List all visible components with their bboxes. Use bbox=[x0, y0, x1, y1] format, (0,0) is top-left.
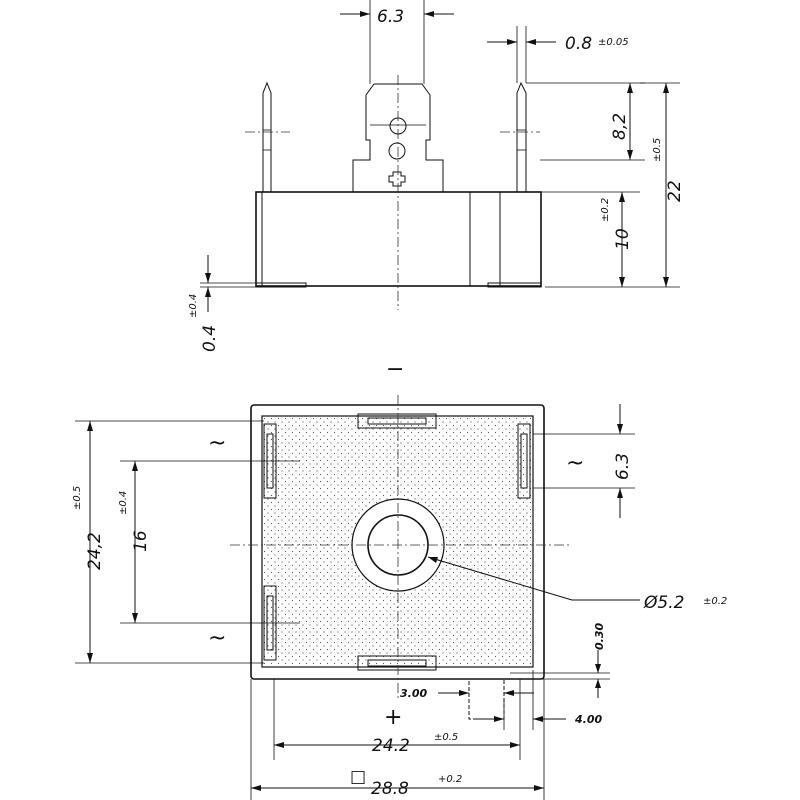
dim-pin-height: 8,2 bbox=[610, 113, 630, 140]
dim-foot-height: 0.4 bbox=[200, 325, 220, 352]
dim-pin-thickness: 0.8 bbox=[565, 34, 592, 54]
dim-outer-width-tol: +0.2 bbox=[438, 774, 462, 785]
dim-hole-diameter-tol: ±0.2 bbox=[703, 596, 727, 607]
dim-tab-width: 6.3 bbox=[377, 7, 404, 27]
tab-cross-mark bbox=[388, 171, 406, 187]
ac-symbol-right: ~ bbox=[566, 451, 584, 476]
dim-inner-height-tol: ±0.5 bbox=[72, 486, 83, 510]
ac-symbol-left-lower: ~ bbox=[208, 626, 226, 651]
pin-slot-top bbox=[357, 413, 437, 429]
lead-extension bbox=[468, 678, 505, 720]
dim-foot-height-tol: ±0.4 bbox=[188, 294, 199, 318]
dim-pin-spacing: 16 bbox=[131, 530, 151, 552]
dim-total-height: 22 bbox=[665, 180, 685, 202]
dim-body-height-tol: ±0.2 bbox=[600, 198, 611, 222]
dim-lead-offset: 4.00 bbox=[574, 713, 602, 726]
dim-body-height: 10 bbox=[613, 228, 633, 250]
side-pin-left bbox=[262, 81, 272, 192]
side-foot-right bbox=[487, 282, 542, 288]
side-foot-left bbox=[255, 282, 307, 288]
dim-pin-pitch: 6.3 bbox=[613, 453, 633, 480]
side-view: 6.3 0.8 ±0.05 8,2 22 ±0.5 10 ±0.2 bbox=[188, 0, 685, 352]
dim-pin-spacing-tol: ±0.4 bbox=[118, 491, 129, 515]
square-symbol: □ bbox=[350, 767, 366, 787]
plus-terminal-symbol: + bbox=[384, 705, 402, 730]
pin-slot-right bbox=[517, 423, 531, 499]
pin-slot-bottom bbox=[357, 655, 437, 671]
dim-outer-width: 28.8 bbox=[371, 779, 409, 799]
top-view: − ~ ~ ~ + 24,2 ±0.5 bbox=[72, 357, 727, 800]
tab-hole-lower bbox=[388, 142, 406, 160]
side-body bbox=[255, 191, 542, 287]
ac-symbol-left-upper: ~ bbox=[208, 431, 226, 456]
dim-total-height-tol: ±0.5 bbox=[652, 138, 663, 162]
dim-lead-width: 3.00 bbox=[400, 687, 427, 700]
outer-square bbox=[250, 404, 545, 680]
dim-hole-diameter: Ø5.2 bbox=[643, 593, 684, 613]
dim-inner-width-tol: ±0.5 bbox=[434, 732, 458, 743]
dim-inner-width: 24.2 bbox=[372, 736, 410, 756]
dim-pin-thickness-tol: ±0.05 bbox=[598, 37, 629, 48]
minus-terminal-symbol: − bbox=[386, 357, 404, 382]
dim-lead-thickness: 0.30 bbox=[593, 623, 606, 650]
dim-inner-height: 24,2 bbox=[85, 532, 105, 570]
side-pin-right bbox=[516, 81, 527, 192]
